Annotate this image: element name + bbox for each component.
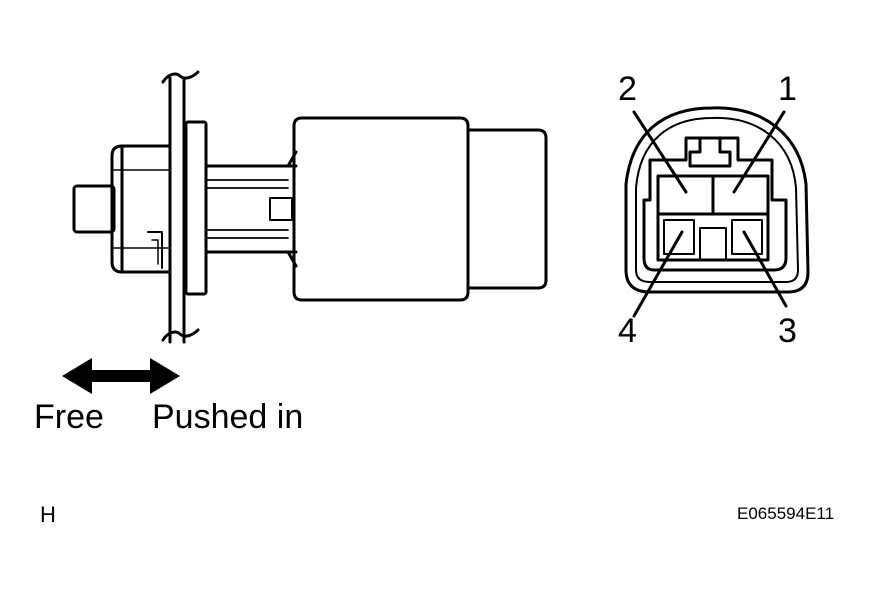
pin-label-4: 4 [618, 312, 637, 350]
figure-reference: E065594E11 [737, 504, 835, 523]
leader-pin-3 [742, 230, 788, 308]
connector-inner-shell [635, 116, 799, 283]
center-latch [699, 227, 727, 261]
pin-label-2: 2 [618, 70, 637, 108]
leader-pin-4 [632, 230, 684, 318]
plunger [72, 184, 116, 234]
figure-code: H [40, 502, 56, 527]
switch-side-view [72, 70, 548, 344]
main-housing [292, 116, 470, 302]
terminal-3 [731, 219, 763, 255]
connector-face [624, 106, 810, 318]
pin-label-1: 1 [778, 70, 797, 108]
connector-outer-shell [624, 106, 810, 294]
leader-pin-1 [732, 110, 786, 194]
label-pushed-in: Pushed in [152, 398, 304, 436]
connector-cavity [642, 136, 788, 272]
threaded-shaft [204, 150, 298, 268]
rear-connector [466, 128, 548, 290]
leader-pin-2 [632, 110, 688, 194]
switch-body [110, 144, 172, 274]
terminal-4 [663, 219, 695, 255]
double-arrow-icon [62, 358, 180, 394]
label-free: Free [34, 398, 104, 436]
connector-key [688, 136, 732, 168]
mounting-bracket [161, 70, 200, 344]
pin-label-3: 3 [778, 312, 797, 350]
lock-flange [184, 120, 208, 296]
